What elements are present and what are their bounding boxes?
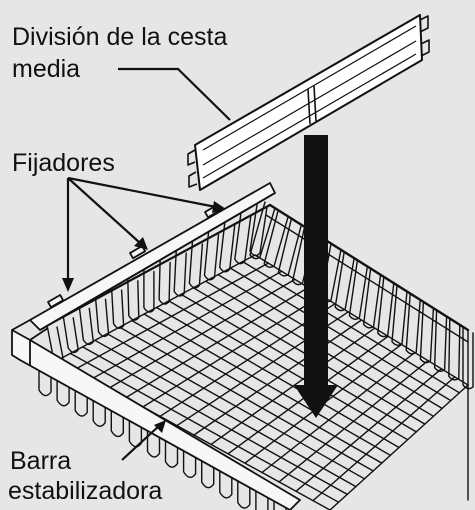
floor-wire bbox=[155, 306, 400, 449]
left-wall-wire bbox=[62, 315, 79, 354]
floor-wire bbox=[254, 254, 469, 386]
leader-lines bbox=[66, 67, 231, 461]
left-wall-wire bbox=[158, 259, 171, 305]
arrowhead bbox=[134, 237, 148, 250]
left-wall-wire bbox=[188, 241, 204, 289]
wall-wire bbox=[448, 318, 461, 381]
wall-wire bbox=[249, 201, 276, 260]
left-wall-wire bbox=[127, 278, 140, 321]
front-loop-wire bbox=[182, 447, 197, 478]
basket-front-loops bbox=[38, 365, 287, 510]
stabilizer-bar bbox=[11, 319, 301, 510]
wire-basket bbox=[38, 201, 474, 510]
basket-floor-grid bbox=[57, 254, 469, 510]
left-wall-wire bbox=[219, 222, 236, 273]
floor-wire bbox=[118, 326, 374, 472]
arrowhead bbox=[62, 278, 74, 292]
left-wall-wire bbox=[234, 213, 252, 265]
floor-wire bbox=[106, 333, 366, 480]
wall-wire bbox=[391, 284, 408, 346]
wall-wire bbox=[419, 301, 435, 364]
wall-wire bbox=[277, 218, 303, 277]
front-loop-wire bbox=[164, 436, 179, 468]
floor-wire bbox=[229, 267, 452, 402]
floor-wire bbox=[94, 339, 357, 488]
front-loop-wire bbox=[74, 385, 88, 417]
front-loop-wire bbox=[92, 396, 106, 427]
front-loop-wire bbox=[146, 426, 161, 458]
fijadores-leader-line-2 bbox=[67, 177, 141, 244]
front-loop-wire bbox=[56, 375, 70, 407]
wall-wire bbox=[405, 293, 421, 355]
floor-wire bbox=[168, 300, 409, 441]
basket-top-rim-left bbox=[46, 203, 272, 327]
leader-arrowheads bbox=[62, 201, 226, 433]
arrowhead bbox=[212, 201, 226, 213]
basket-left-wall-wires bbox=[46, 204, 268, 362]
left-wall-wire bbox=[173, 250, 187, 297]
basket-top-rim-back-inner bbox=[265, 214, 469, 343]
fijadores-leader-line-3 bbox=[67, 176, 217, 209]
floor-wire bbox=[131, 319, 383, 464]
floor-wire bbox=[69, 352, 340, 503]
left-wall-wire bbox=[94, 296, 110, 338]
left-wall-wire bbox=[110, 287, 125, 329]
front-loop-wire bbox=[219, 467, 233, 499]
left-wall-wire bbox=[249, 204, 268, 257]
wall-wire bbox=[433, 309, 448, 372]
floor-wire bbox=[217, 274, 443, 410]
label-barra-line2: estabilizadora bbox=[6, 477, 165, 505]
left-rail bbox=[29, 182, 276, 331]
floor-wire bbox=[242, 260, 461, 394]
label-fijadores: Fijadores bbox=[10, 149, 117, 177]
division-leader-line bbox=[118, 67, 231, 121]
left-wall-wire bbox=[78, 305, 94, 346]
barra-leader-line bbox=[121, 424, 161, 461]
front-loop-wire bbox=[38, 365, 52, 397]
insertion-arrow bbox=[294, 135, 338, 418]
wall-wire bbox=[362, 268, 382, 329]
left-wall-wire bbox=[203, 232, 220, 281]
front-loop-wire bbox=[110, 406, 124, 438]
basket-top-rim-back bbox=[268, 203, 470, 332]
front-loop-wire bbox=[201, 457, 215, 489]
fixer-clip bbox=[47, 294, 65, 309]
label-barra-line1: Barra bbox=[8, 447, 74, 475]
front-loop-wire bbox=[237, 477, 251, 509]
half-basket-divider bbox=[187, 14, 430, 191]
floor-wire bbox=[143, 313, 392, 456]
label-division-line2: media bbox=[10, 55, 83, 83]
wall-wire bbox=[291, 226, 316, 286]
label-division-line1: División de la cesta bbox=[10, 23, 230, 51]
wall-wire bbox=[334, 251, 355, 312]
floor-wire bbox=[180, 293, 417, 433]
arrowhead bbox=[154, 420, 166, 433]
left-wall-wire bbox=[143, 268, 155, 313]
floor-wire bbox=[81, 346, 348, 496]
wall-wire bbox=[377, 276, 395, 338]
wall-wire bbox=[348, 259, 369, 320]
wall-wire bbox=[263, 209, 289, 268]
